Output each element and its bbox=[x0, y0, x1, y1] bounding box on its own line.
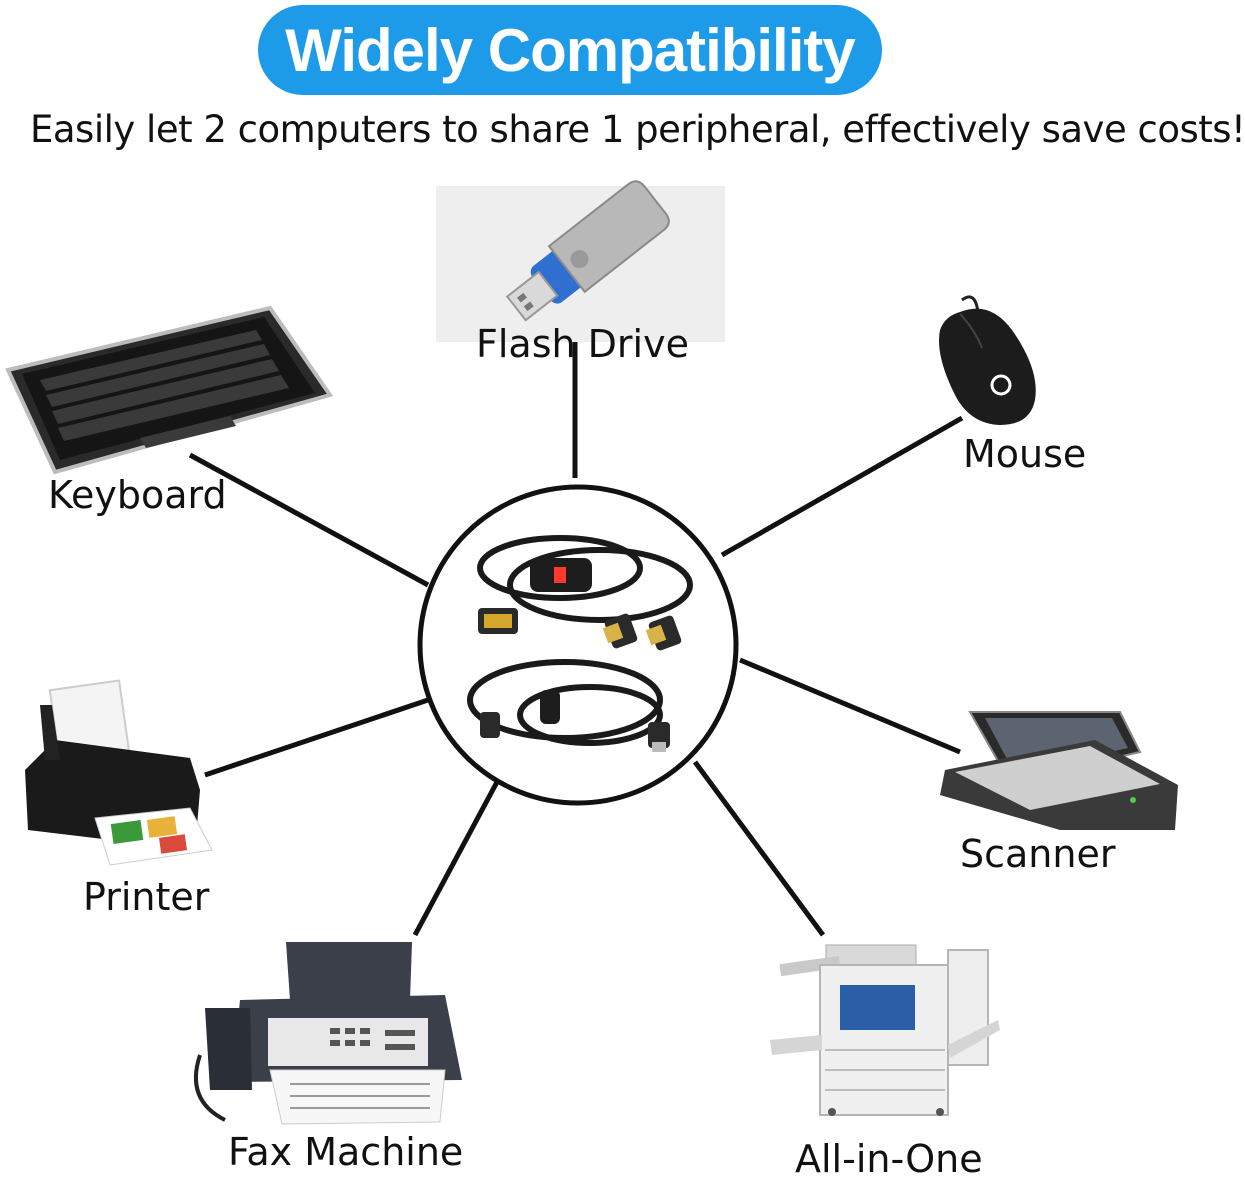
label-printer: Printer bbox=[83, 875, 210, 919]
label-scanner: Scanner bbox=[960, 832, 1116, 876]
hub-circle bbox=[417, 484, 739, 806]
connector-fax-machine bbox=[412, 780, 500, 937]
keyboard-icon bbox=[5, 305, 334, 475]
title-banner: Widely Compatibility bbox=[258, 5, 882, 95]
printer-icon bbox=[25, 679, 213, 866]
flash-drive-icon bbox=[436, 180, 725, 342]
connector-printer bbox=[204, 697, 429, 778]
page-title: Widely Compatibility bbox=[285, 16, 856, 84]
label-mouse: Mouse bbox=[963, 432, 1087, 476]
connector-mouse bbox=[720, 415, 964, 558]
all-in-one-copier-icon bbox=[770, 944, 1000, 1116]
connector-scanner bbox=[739, 657, 961, 755]
page-subtitle: Easily let 2 computers to share 1 periph… bbox=[30, 108, 1245, 151]
hub bbox=[417, 484, 739, 806]
mouse-icon bbox=[939, 295, 1036, 425]
label-all-in-one: All-in-One bbox=[795, 1137, 983, 1181]
connector-all-in-one bbox=[692, 760, 826, 937]
connector-lines bbox=[188, 322, 964, 937]
fax-machine-icon bbox=[193, 942, 462, 1125]
label-fax-machine: Fax Machine bbox=[228, 1130, 464, 1174]
label-keyboard: Keyboard bbox=[48, 473, 227, 517]
connector-keyboard bbox=[188, 452, 430, 588]
compatibility-diagram bbox=[5, 180, 1178, 1125]
label-flash-drive: Flash Drive bbox=[476, 322, 689, 366]
scanner-icon bbox=[940, 711, 1178, 830]
usb-switch-cable-icon bbox=[467, 535, 693, 752]
